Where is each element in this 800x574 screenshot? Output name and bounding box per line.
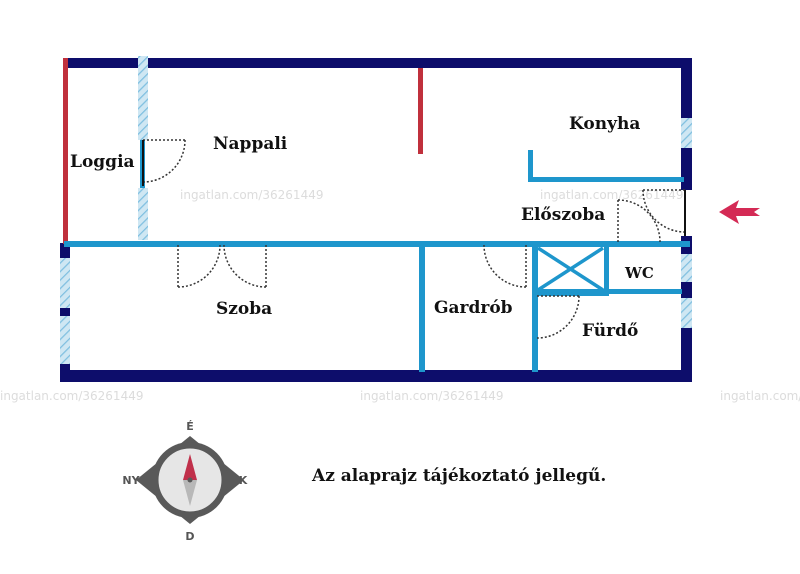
watermark-right: ingatlan.com/36261449: [540, 188, 683, 202]
red-walls: [63, 58, 423, 244]
window-loggia-lower: [138, 188, 148, 240]
window-konyha: [681, 118, 692, 148]
door-entrance-left: [617, 199, 661, 243]
outer-walls: [60, 58, 692, 382]
room-label-nappali: Nappali: [213, 134, 288, 154]
window-furdo: [681, 298, 692, 328]
doors: [142, 139, 686, 339]
compass-north: É: [186, 420, 194, 433]
door-gardrob: [483, 244, 527, 288]
watermark-bottom-left: ingatlan.com/36261449: [0, 389, 143, 403]
watermark-bottom-center: ingatlan.com/36261449: [360, 389, 503, 403]
room-label-loggia: Loggia: [70, 152, 135, 172]
room-labels: Loggia Nappali Konyha Előszoba Szoba Gar…: [70, 114, 654, 341]
room-label-gardrob: Gardrób: [434, 298, 513, 318]
watermark-center: ingatlan.com/36261449: [180, 188, 323, 202]
room-label-konyha: Konyha: [569, 114, 640, 134]
watermarks: ingatlan.com/36261449 ingatlan.com/36261…: [0, 188, 800, 403]
room-label-wc: WC: [624, 264, 654, 282]
room-label-eloszoba: Előszoba: [521, 205, 605, 225]
compass-east: K: [239, 474, 248, 487]
door-loggia: [142, 139, 186, 186]
watermark-bottom-right: ingatlan.com/36261449: [720, 389, 800, 403]
door-szoba-right: [223, 244, 267, 288]
inner-walls: [64, 140, 690, 372]
compass-icon: É D K NY: [122, 420, 247, 543]
room-label-szoba: Szoba: [216, 299, 272, 319]
door-furdo: [536, 295, 580, 339]
disclaimer-note: Az alaprajz tájékoztató jellegű.: [311, 466, 606, 486]
entrance-arrow-icon: [719, 200, 760, 224]
window-loggia-upper: [138, 56, 148, 140]
windows: [60, 56, 692, 364]
compass-west: NY: [122, 474, 140, 487]
window-szoba-upper: [60, 258, 70, 308]
window-szoba-lower: [60, 316, 70, 364]
door-entrance-right: [642, 189, 686, 236]
room-label-furdo: Fürdő: [582, 321, 638, 341]
door-szoba-left: [177, 244, 221, 288]
window-wc: [681, 254, 692, 282]
compass-south: D: [185, 530, 194, 543]
